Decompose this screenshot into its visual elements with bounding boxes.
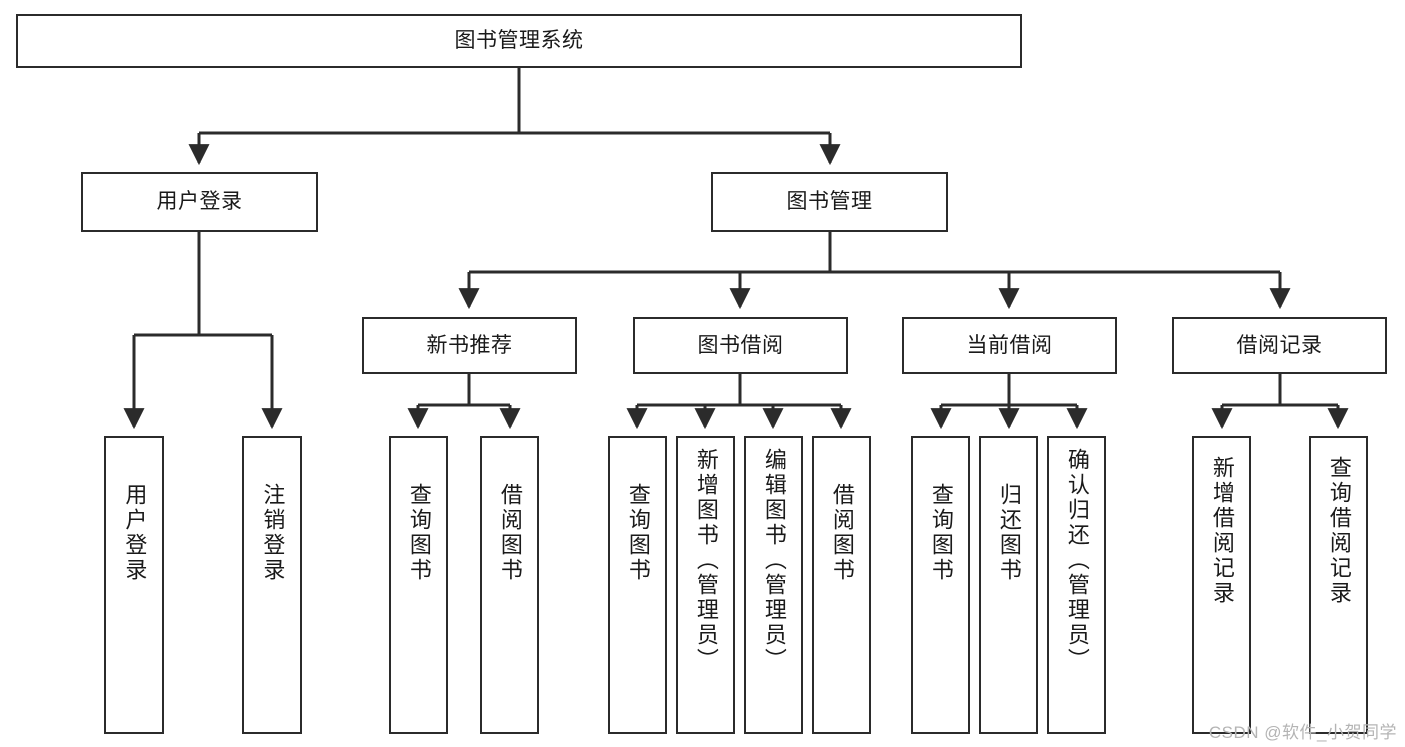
node-leaf-query-book-1-label: 查询图书 xyxy=(406,483,432,583)
node-current-borrow[interactable]: 当前借阅 xyxy=(902,317,1117,374)
node-leaf-query-book-2-label: 查询图书 xyxy=(625,483,651,583)
node-leaf-query-record[interactable]: 查询借阅记录 xyxy=(1309,436,1368,734)
node-leaf-user-login[interactable]: 用户登录 xyxy=(104,436,164,734)
node-book-management[interactable]: 图书管理 xyxy=(711,172,948,232)
node-leaf-return-book[interactable]: 归还图书 xyxy=(979,436,1038,734)
node-user-login-label: 用户登录 xyxy=(156,190,243,214)
node-leaf-borrow-book-1[interactable]: 借阅图书 xyxy=(480,436,539,734)
node-new-book-recommend[interactable]: 新书推荐 xyxy=(362,317,577,374)
node-leaf-edit-book-label: 编辑图书（管理员） xyxy=(761,448,787,673)
node-leaf-logout-login-label: 注销登录 xyxy=(260,483,286,583)
node-book-management-label: 图书管理 xyxy=(786,190,873,214)
node-leaf-edit-book[interactable]: 编辑图书（管理员） xyxy=(744,436,803,734)
node-leaf-borrow-book-2-label: 借阅图书 xyxy=(829,483,855,583)
node-root-system-label: 图书管理系统 xyxy=(454,29,584,53)
node-book-borrow[interactable]: 图书借阅 xyxy=(633,317,848,374)
node-leaf-query-book-3-label: 查询图书 xyxy=(928,483,954,583)
node-leaf-query-book-3[interactable]: 查询图书 xyxy=(911,436,970,734)
node-leaf-query-record-label: 查询借阅记录 xyxy=(1326,456,1352,606)
node-book-borrow-label: 图书借阅 xyxy=(697,333,784,357)
node-leaf-borrow-book-1-label: 借阅图书 xyxy=(497,483,523,583)
node-leaf-confirm-return-label: 确认归还（管理员） xyxy=(1064,448,1090,673)
node-root-system[interactable]: 图书管理系统 xyxy=(16,14,1022,68)
node-leaf-borrow-book-2[interactable]: 借阅图书 xyxy=(812,436,871,734)
node-new-book-recommend-label: 新书推荐 xyxy=(426,333,513,357)
csdn-watermark: CSDN @软件_小贺同学 xyxy=(1208,723,1397,742)
node-leaf-add-book-label: 新增图书（管理员） xyxy=(693,448,719,673)
node-leaf-confirm-return[interactable]: 确认归还（管理员） xyxy=(1047,436,1106,734)
node-leaf-return-book-label: 归还图书 xyxy=(996,483,1022,583)
node-leaf-query-book-2[interactable]: 查询图书 xyxy=(608,436,667,734)
node-leaf-user-login-label: 用户登录 xyxy=(122,483,148,583)
node-leaf-add-record[interactable]: 新增借阅记录 xyxy=(1192,436,1251,734)
node-borrow-record[interactable]: 借阅记录 xyxy=(1172,317,1387,374)
node-leaf-add-record-label: 新增借阅记录 xyxy=(1209,456,1235,606)
node-borrow-record-label: 借阅记录 xyxy=(1236,333,1323,357)
node-leaf-logout-login[interactable]: 注销登录 xyxy=(242,436,302,734)
node-user-login[interactable]: 用户登录 xyxy=(81,172,318,232)
node-leaf-query-book-1[interactable]: 查询图书 xyxy=(389,436,448,734)
node-leaf-add-book[interactable]: 新增图书（管理员） xyxy=(676,436,735,734)
node-current-borrow-label: 当前借阅 xyxy=(966,333,1053,357)
